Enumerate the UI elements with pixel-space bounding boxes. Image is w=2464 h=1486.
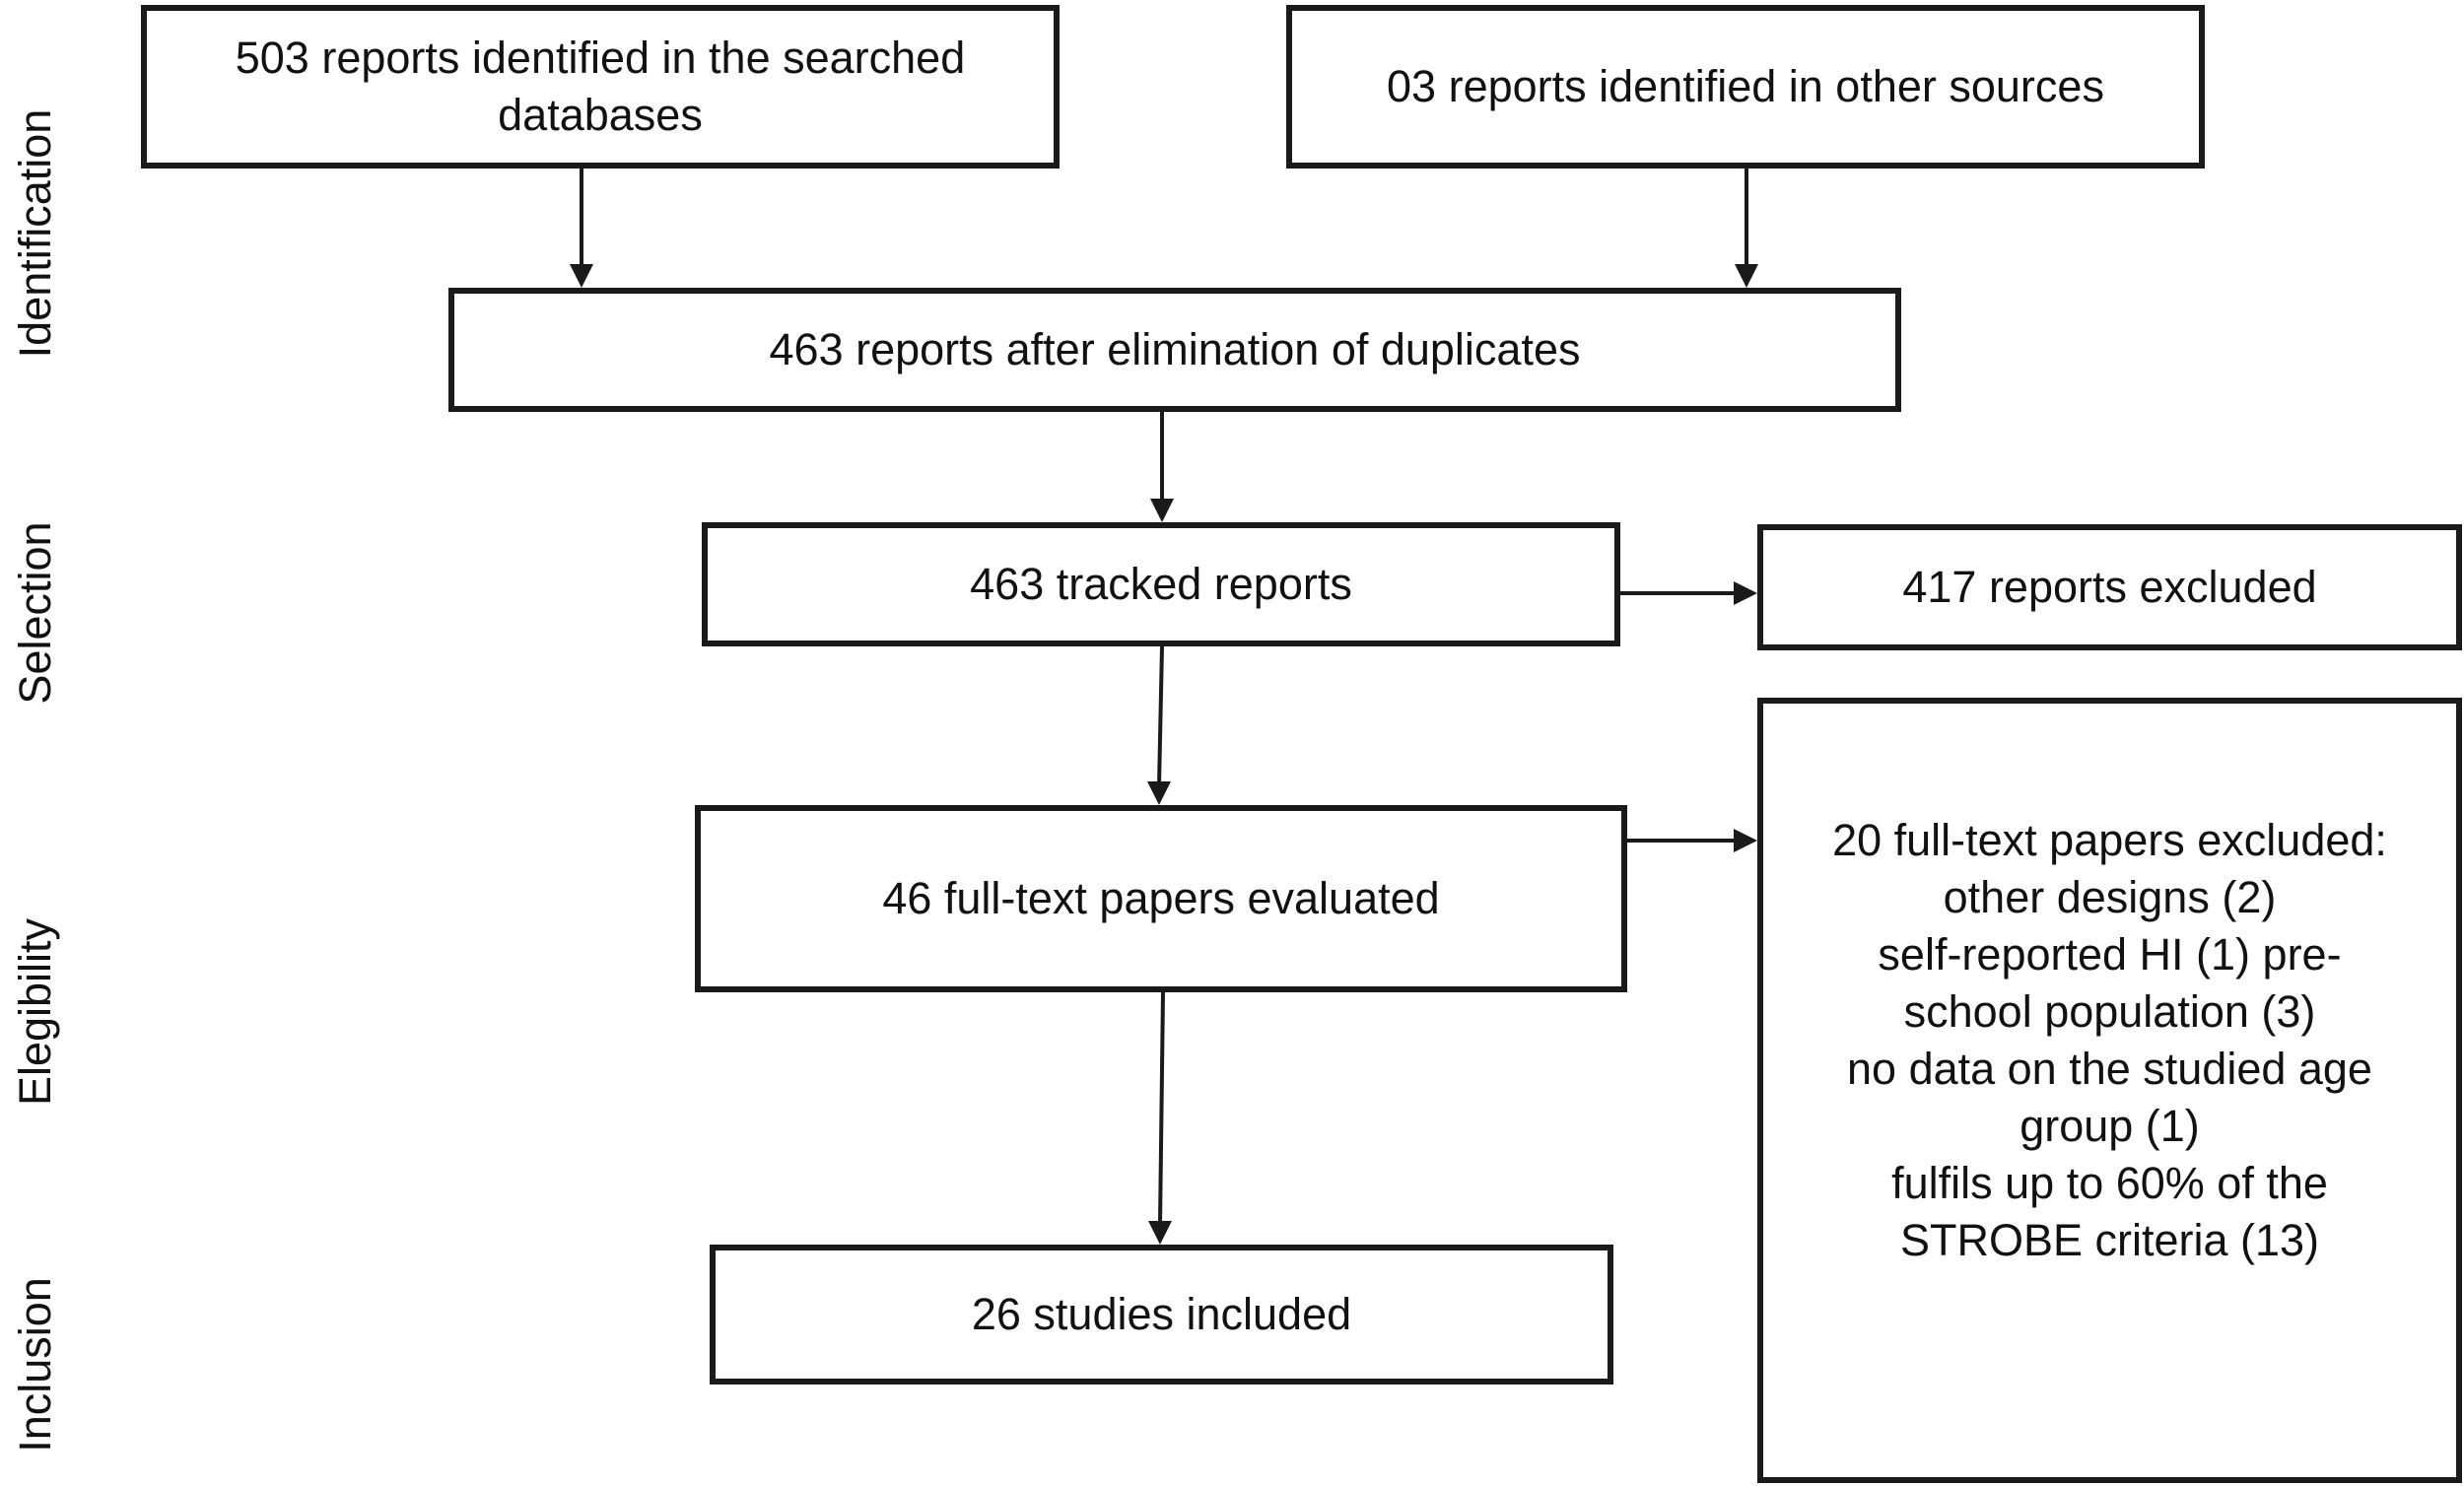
arrowhead-duplicates-to-tracked [1150, 499, 1174, 522]
exclusion-line: 20 full-text papers excluded: [1832, 815, 2387, 865]
box-full-text-evaluated: 46 full-text papers evaluated [695, 805, 1627, 992]
box-tracked-reports-text: 463 tracked reports [970, 559, 1352, 609]
exclusion-line: school population (3) [1903, 986, 2316, 1037]
box-other-sources: 03 reports identified in other sources [1286, 5, 2205, 169]
box-database-reports: 503 reports identified in the searched d… [141, 5, 1060, 169]
box-database-reports-line-2: databases [498, 90, 703, 140]
arrowhead-db-to-duplicates [570, 264, 593, 288]
arrowhead-tracked-to-fulltext [1147, 781, 1171, 805]
box-tracked-reports: 463 tracked reports [702, 522, 1620, 646]
arrow-tracked-to-fulltext [1157, 645, 1164, 786]
box-after-duplicates-text: 463 reports after elimination of duplica… [769, 324, 1581, 374]
exclusion-line: STROBE criteria (13) [1899, 1215, 2320, 1265]
box-studies-included-text: 26 studies included [971, 1289, 1352, 1339]
box-studies-included: 26 studies included [710, 1245, 1613, 1385]
exclusion-line: group (1) [2019, 1101, 2200, 1151]
arrowhead-fulltext-to-included [1148, 1221, 1172, 1245]
arrowhead-other-to-duplicates [1735, 264, 1758, 288]
exclusion-line: other designs (2) [1943, 872, 2277, 922]
box-reports-excluded: 417 reports excluded [1757, 524, 2462, 650]
box-other-sources-text: 03 reports identified in other sources [1387, 61, 2104, 111]
arrowhead-tracked-to-excluded [1734, 581, 1757, 605]
exclusion-line: fulfils up to 60% of the [1891, 1158, 2328, 1208]
box-after-duplicates: 463 reports after elimination of duplica… [448, 288, 1901, 412]
arrow-fulltext-to-included [1158, 991, 1165, 1226]
box-database-reports-line-1: 503 reports identified in the searched [235, 33, 966, 83]
exclusion-line: no data on the studied age [1847, 1044, 2372, 1094]
box-reports-excluded-text: 417 reports excluded [1902, 562, 2317, 612]
box-full-text-excluded: 20 full-text papers excluded: other desi… [1757, 698, 2462, 1483]
arrowhead-fulltext-to-ftexcluded [1734, 829, 1757, 852]
box-full-text-evaluated-text: 46 full-text papers evaluated [882, 873, 1440, 923]
exclusion-line: self-reported HI (1) pre- [1878, 929, 2342, 979]
